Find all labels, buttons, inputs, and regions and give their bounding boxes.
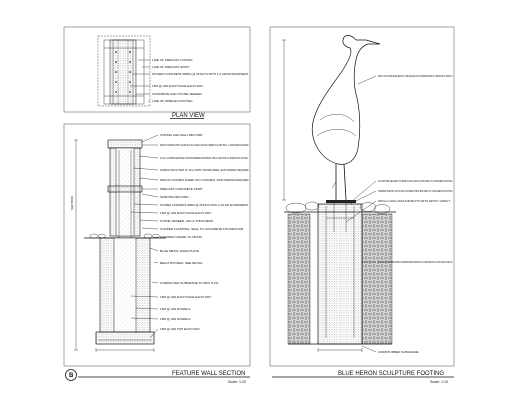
section-note: COPING AND WALL BEYOND (160, 133, 203, 137)
section-note: 15M @ 400 TOP EACH WAY (160, 327, 200, 331)
plan-note: LINE OF PRECAST COPING (152, 58, 193, 62)
section-mark: B (69, 373, 74, 379)
heron-note: 300mm LONG ANCHOR BOLTS WITH EPOXY GROUT (378, 199, 450, 203)
heron-title: BLUE HERON SCULPTURE FOOTING (338, 371, 444, 377)
plan-note: 15M @ 400 EACH FACE EACH WAY (152, 84, 203, 88)
section-note: 15M @ 400 DOWELS (160, 317, 190, 321)
section-mark-bubble (65, 369, 77, 381)
plan-note: LINE OF SPREAD FOOTING (152, 99, 193, 103)
plan-note: CONCRETE AND STONE VENEER (152, 92, 202, 96)
section-note: COPPER FLASHING, SEAL TO CONCRETE FOUNDA… (160, 227, 243, 231)
section-note: POURED CONCRETE 30MPa @ 28 DAYS WITH F-4… (160, 203, 249, 207)
feature-wall-title: FEATURE WALL SECTION (172, 371, 245, 377)
section-note: 15M @ 400 DOWELS (160, 307, 190, 311)
section-note: BEACHSTONES, SEE DETAIL (160, 261, 203, 265)
section-note: PRECAST CONCRETE COPING, SECURE WITH 16m… (160, 143, 249, 147)
section-side-label: SECTION (70, 196, 74, 210)
section-note: 0.16mm COPPER FERROSE VAPOUR BARRIER EXT… (160, 156, 249, 160)
heron-sculpture (311, 35, 381, 165)
section-note: SANDBLASTED LETTERS 75 x 20mm DEPTH, PAI… (160, 168, 249, 172)
section-note: STONE VENEER, 40mm THICKNESS (160, 219, 213, 223)
section-note: PRECAST CONCRETE VENEER, 65mm THICKNESS,… (160, 178, 249, 182)
plan-view-title: PLAN VIEW (172, 113, 205, 119)
heron-note: METAL SCULPTURE BLUE HERON TO BE DETAILE… (378, 74, 453, 78)
section-note: COMPACTED SUBGRADE TO 98% S.P.D. (160, 281, 219, 285)
heron-note: TAMPER PROOF NUTS AND CONNECTORS BOLTED … (378, 189, 453, 193)
section-note: FINISHED GRADE TO DRAIN (160, 235, 202, 239)
feature-wall-section-detail: SECTION (63, 123, 251, 384)
heron-note: 400mm DIA. SONOTUBE 35MPa CONCRETE REINF… (378, 260, 453, 264)
heron-frame (269, 26, 455, 367)
section-note: 15M @ 400 EACH FACE EACH WAY (160, 295, 211, 299)
plan-view-detail: LINE OF PRECAST COPING LINE OF PRECAST S… (63, 26, 251, 119)
heron-scale: Scale: 1:10 (430, 380, 448, 384)
section-note: 15M @ 400 EACH FACE EACH WAY (160, 211, 211, 215)
section-note: BLUE METAL WAVE PLATE (160, 249, 199, 253)
heron-note: UNDISTURBED SUBGRADE (378, 350, 419, 354)
section-note: PRECAST CONCRETE SKIRT (160, 187, 203, 191)
plan-note: POURED CONCRETE 30MPa @ 28 DAYS WITH F-4… (152, 72, 249, 76)
section-note: SKIRTING BEYOND (160, 195, 189, 199)
feature-wall-frame (63, 123, 251, 367)
heron-note: SCULPTURE WELDED TO BASE PLATE WHICH IS … (378, 179, 453, 183)
plan-view-frame (63, 26, 251, 113)
plan-note: LINE OF PRECAST SKIRT (152, 65, 189, 69)
feature-wall-scale: Scale: 1:20 (228, 380, 246, 384)
heron-footing-detail: METAL SCULPTURE BLUE HERON TO BE DETAILE… (269, 26, 455, 384)
sonotube-footing (317, 203, 363, 345)
